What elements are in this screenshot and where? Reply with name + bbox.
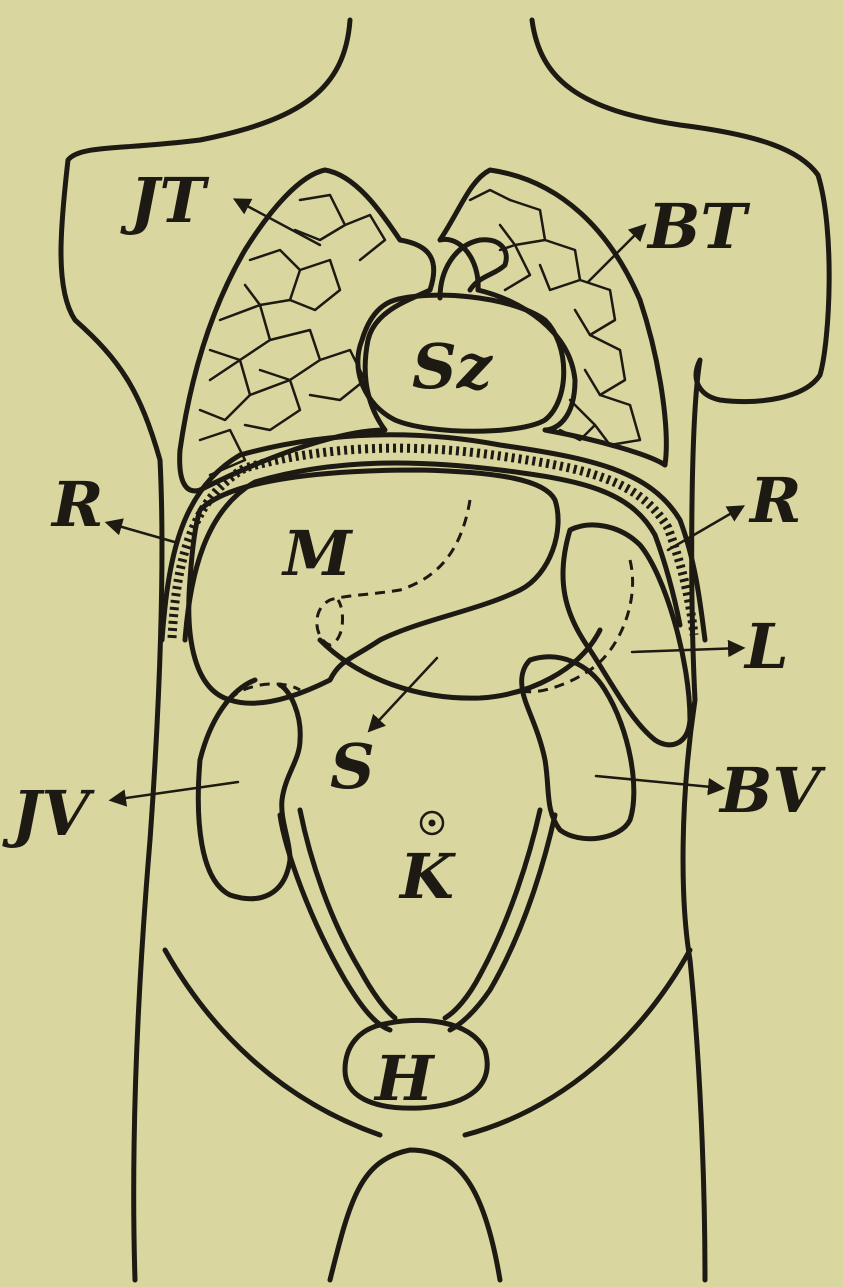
arrow-r-right [668, 507, 742, 550]
arrow-r-left [108, 523, 178, 543]
label-r-right: R [748, 464, 802, 537]
ribs-band [172, 448, 694, 638]
stomach-lower-curve [320, 630, 600, 698]
arrow-jv [112, 782, 238, 800]
aorta-arch [440, 240, 506, 298]
label-k: K [398, 840, 456, 913]
label-m: M [281, 517, 354, 590]
spleen [563, 525, 690, 745]
label-sz: Sz [412, 330, 494, 403]
torso-outline-left [61, 20, 350, 1280]
arrow-bt [588, 226, 644, 282]
label-bv: BV [718, 754, 826, 827]
ascending-colon [198, 680, 300, 899]
arrow-bv [596, 776, 722, 788]
arrow-l [632, 648, 742, 652]
label-r-left: R [50, 468, 104, 541]
label-bt: BT [646, 190, 750, 263]
label-h: H [373, 1042, 436, 1115]
diaphragm-inner [185, 463, 680, 640]
label-s: S [330, 730, 375, 803]
label-l: L [743, 610, 789, 683]
label-jv: JV [2, 777, 95, 850]
label-jt: JT [120, 164, 209, 237]
liver [189, 470, 558, 703]
crotch-outline [330, 1150, 500, 1280]
navel-dot [429, 820, 436, 827]
right-lung [440, 170, 666, 465]
lower-abdomen-left-arc [165, 950, 380, 1135]
